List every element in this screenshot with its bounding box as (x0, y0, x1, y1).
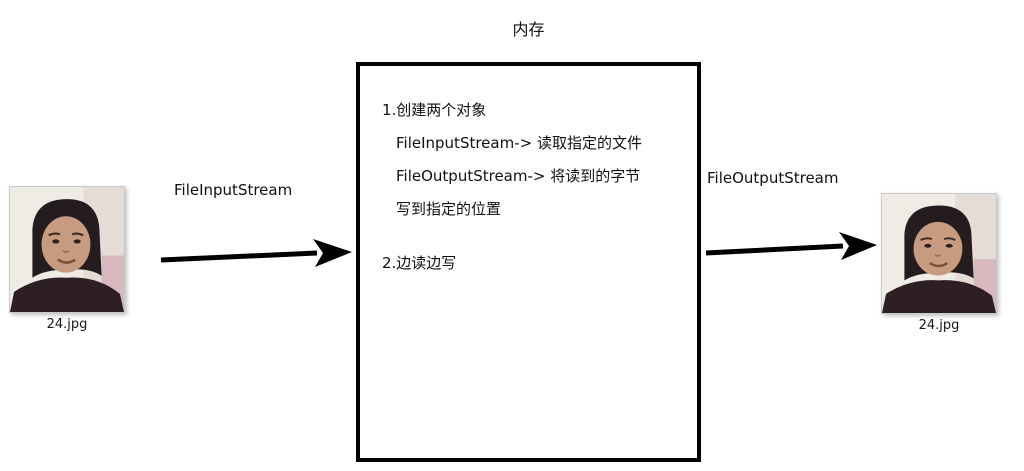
portrait-photo-image (10, 187, 124, 312)
source-photo-frame (9, 186, 125, 313)
source-file-caption: 24.jpg (46, 317, 88, 332)
input-arrow-label: FileInputStream (174, 181, 293, 199)
memory-box-line: 1.创建两个对象 (382, 101, 487, 119)
input-right-arrow-icon (160, 239, 352, 267)
memory-box-line: FileOutputStream-> 将读到的字节 (396, 167, 641, 185)
target-file: 24.jpg (881, 193, 997, 333)
source-file: 24.jpg (9, 186, 125, 332)
portrait-photo-image (882, 194, 996, 313)
output-right-arrow-icon (705, 232, 877, 260)
memory-box: 1.创建两个对象 FileInputStream-> 读取指定的文件 FileO… (356, 62, 701, 462)
memory-box-line: 2.边读边写 (382, 254, 457, 272)
memory-box-title: 内存 (512, 20, 545, 39)
memory-box-line: 写到指定的位置 (396, 200, 502, 218)
target-file-caption: 24.jpg (918, 318, 960, 333)
output-arrow-label: FileOutputStream (707, 169, 839, 187)
memory-box-line: FileInputStream-> 读取指定的文件 (396, 134, 642, 152)
target-photo-frame (881, 193, 997, 314)
